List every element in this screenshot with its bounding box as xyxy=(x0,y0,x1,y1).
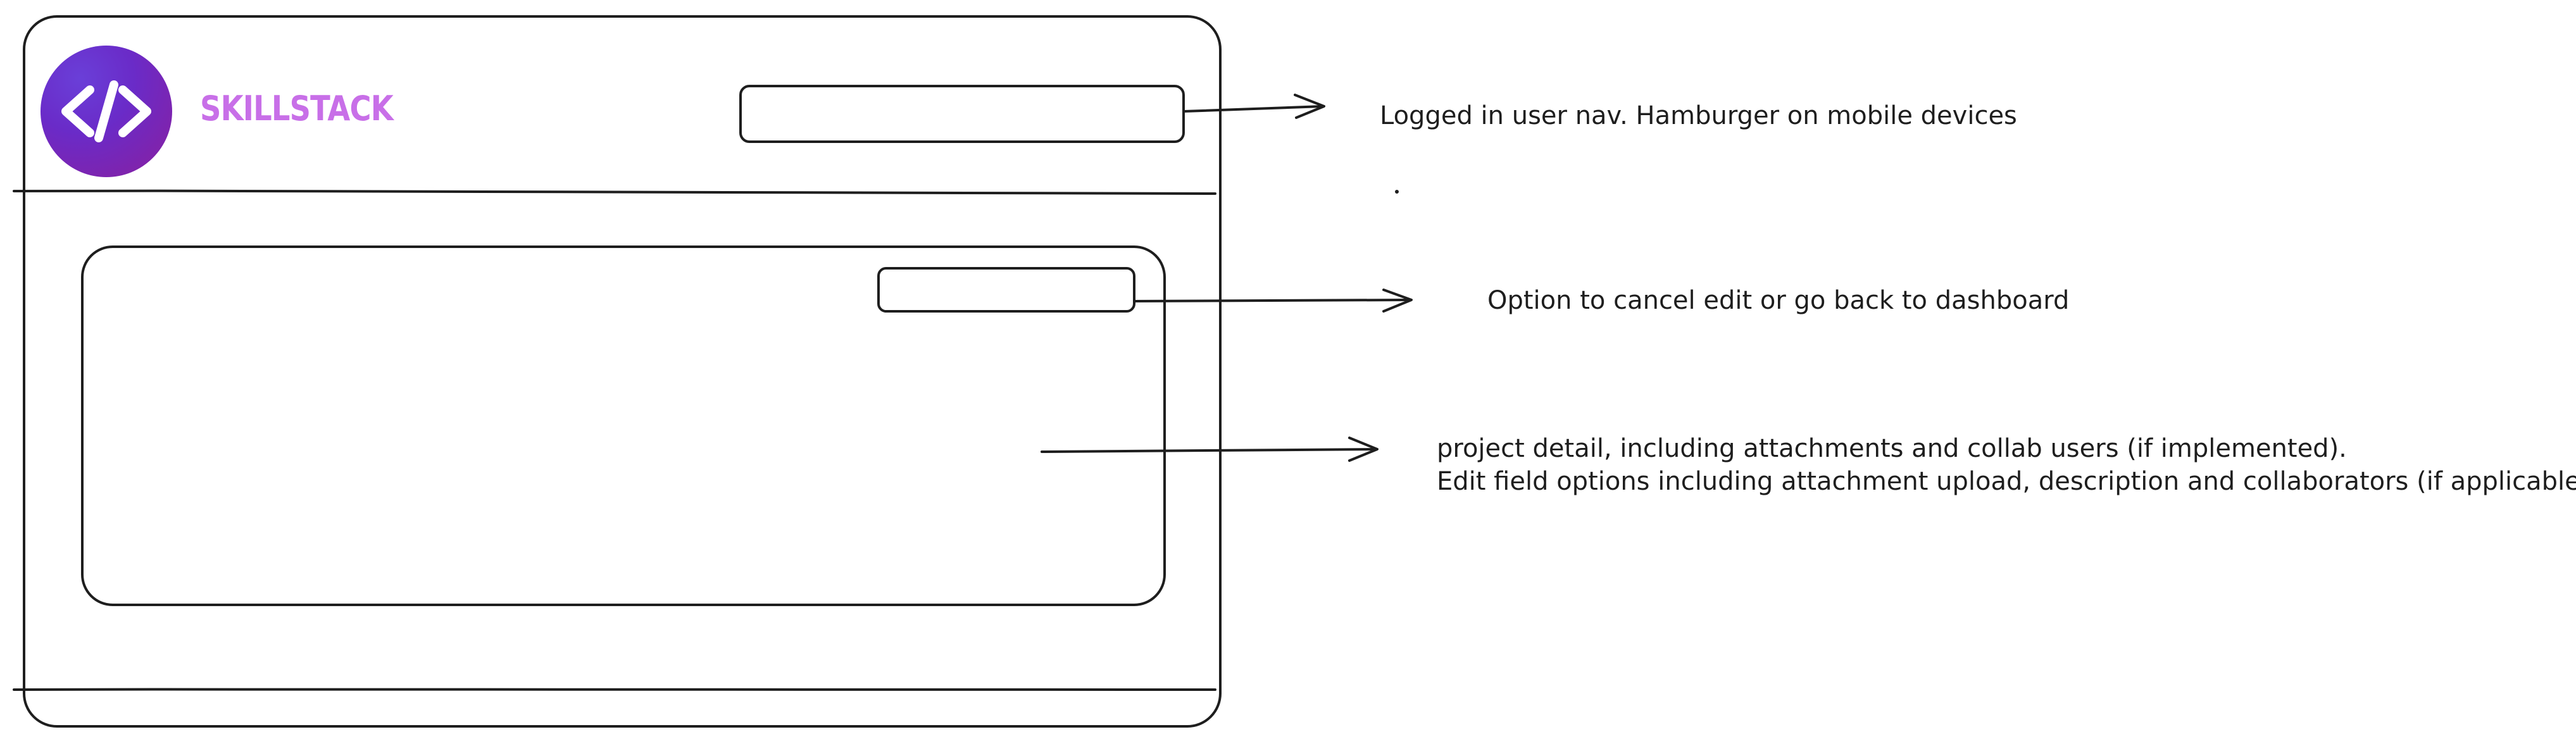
arrow-nav-head xyxy=(1294,94,1325,119)
logo-badge xyxy=(41,46,172,177)
arrow-cancel xyxy=(1133,299,1411,302)
arrow-detail xyxy=(1041,448,1377,453)
annotation-cancel: Option to cancel edit or go back to dash… xyxy=(1487,286,2070,315)
header-divider xyxy=(13,189,1216,195)
stray-dot xyxy=(1395,190,1399,194)
arrow-nav xyxy=(1182,105,1324,113)
content-card xyxy=(81,245,1166,606)
brand-name: SKILLSTACK xyxy=(200,89,394,128)
user-nav-box[interactable] xyxy=(739,85,1185,143)
page-frame xyxy=(23,15,1222,728)
annotation-detail-line2: Edit field options including attachment … xyxy=(1437,467,2576,496)
annotation-nav: Logged in user nav. Hamburger on mobile … xyxy=(1380,101,2017,130)
arrow-detail-head xyxy=(1348,437,1379,462)
cancel-button-box[interactable] xyxy=(877,267,1135,313)
code-brackets-icon xyxy=(61,80,151,142)
arrow-cancel-head xyxy=(1382,289,1413,313)
annotation-detail-line1: project detail, including attachments an… xyxy=(1437,434,2347,463)
footer-divider xyxy=(13,688,1216,692)
